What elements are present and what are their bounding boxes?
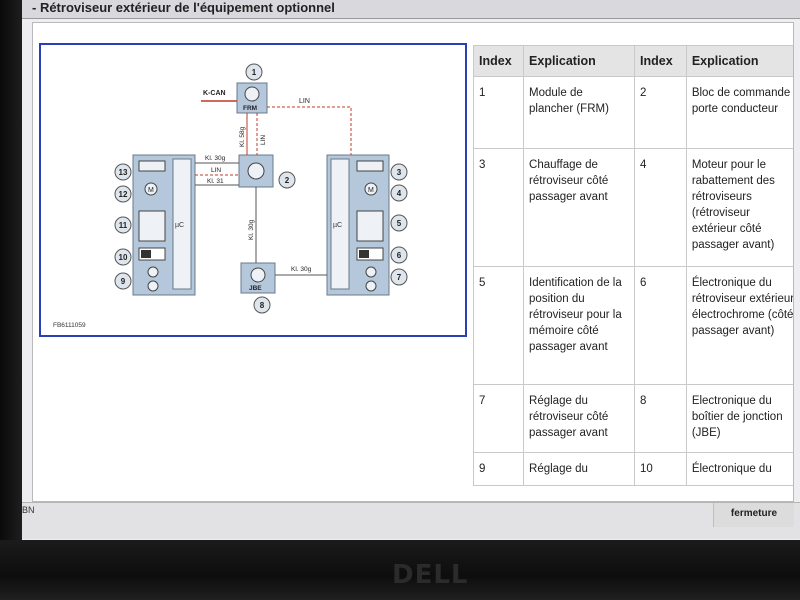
frm-label: FRM (243, 105, 257, 112)
monitor-bezel-bottom: DELL (0, 540, 800, 600)
kl30g-vertical-label: Kl. 30g (248, 219, 255, 240)
right-uc-label: µC (333, 222, 342, 229)
table-row: 7 Réglage du rétroviseur côté passager a… (473, 384, 793, 453)
right-heater-element (356, 160, 384, 172)
cell-index: 5 (473, 266, 525, 385)
legend-table-container[interactable]: Index Explication Index Explication 1 Mo… (473, 45, 793, 490)
left-microcontroller (172, 158, 192, 290)
right-adjust-motor-1 (365, 266, 377, 278)
header-explication-2: Explication (685, 45, 793, 77)
cell-explication: Électronique du (685, 452, 793, 486)
left-status-label: BN (22, 505, 35, 515)
legend-table: Index Explication Index Explication 1 Mo… (473, 45, 793, 486)
cell-index: 3 (473, 148, 525, 267)
kcan-label: K-CAN (203, 90, 226, 97)
callout-4: 4 (397, 189, 402, 198)
header-explication-1: Explication (523, 45, 636, 77)
callout-13: 13 (119, 168, 128, 177)
lin-top-label: LIN (299, 98, 310, 105)
callout-10: 10 (119, 253, 128, 262)
cell-explication: Électronique du rétroviseur extérieur él… (685, 266, 793, 385)
bottom-toolbar: BN fermeture (22, 502, 800, 539)
kl31-left-label: Kl. 31 (207, 178, 224, 185)
cell-explication: Réglage du (523, 452, 636, 486)
callout-12: 12 (119, 190, 128, 199)
application-window: - Rétroviseur extérieur de l'équipement … (22, 0, 800, 540)
callout-11: 11 (119, 221, 128, 230)
table-row: 5 Identification de la position du rétro… (473, 266, 793, 385)
jbe-label: JBE (249, 285, 262, 292)
cell-index: 9 (473, 452, 525, 486)
lin-wire-top (267, 106, 352, 155)
table-row: 1 Module de plancher (FRM) 2 Bloc de com… (473, 76, 793, 149)
right-fold-motor-label: M (368, 187, 374, 194)
document-pane[interactable]: µC M µC M (32, 22, 794, 502)
header-index-1: Index (473, 45, 525, 77)
cell-index: 10 (634, 452, 687, 486)
lin-left-label: LIN (211, 167, 221, 174)
left-fold-motor (144, 182, 158, 196)
cell-index: 6 (634, 266, 687, 385)
right-adjust-motor-2 (365, 280, 377, 292)
right-fold-motor (364, 182, 378, 196)
callout-5: 5 (397, 219, 402, 228)
left-adjust-motor-1 (147, 266, 159, 278)
cell-explication: Bloc de commande porte conducteur (685, 76, 793, 149)
kl30g-left-label: Kl. 30g (205, 155, 226, 162)
cell-explication: Identification de la position du rétrovi… (523, 266, 636, 385)
callout-9: 9 (121, 277, 126, 286)
left-position-sensor (138, 210, 166, 242)
callout-6: 6 (397, 251, 402, 260)
page-title: - Rétroviseur extérieur de l'équipement … (32, 0, 335, 15)
cell-index: 7 (473, 384, 525, 453)
table-header-row: Index Explication Index Explication (473, 45, 793, 77)
kl58g-label: Kl. 58g (239, 126, 246, 147)
cell-index: 2 (634, 76, 687, 149)
callout-7: 7 (397, 273, 402, 282)
cell-index: 8 (634, 384, 687, 453)
cell-index: 4 (634, 148, 687, 267)
right-position-sensor (356, 210, 384, 242)
close-button[interactable]: fermeture (713, 503, 794, 527)
kl30g-bottom-label: Kl. 30g (291, 266, 312, 273)
left-uc-label: µC (175, 222, 184, 229)
cell-index: 1 (473, 76, 525, 149)
cell-explication: Module de plancher (FRM) (523, 76, 636, 149)
table-row: 9 Réglage du 10 Électronique du (473, 452, 793, 486)
callout-3: 3 (397, 168, 402, 177)
callout-2: 2 (285, 176, 290, 185)
left-fold-motor-label: M (148, 187, 154, 194)
left-adjust-motor-2 (147, 280, 159, 292)
monitor-brand-logo: DELL (392, 560, 469, 590)
cell-explication: Réglage du rétroviseur côté passager ava… (523, 384, 636, 453)
header-index-2: Index (634, 45, 687, 77)
title-bar: - Rétroviseur extérieur de l'équipement … (22, 0, 800, 19)
figure-id: FB6111059 (53, 322, 86, 329)
table-row: 3 Chauffage de rétroviseur côté passager… (473, 148, 793, 267)
left-heater-element (138, 160, 166, 172)
cell-explication: Chauffage de rétroviseur côté passager a… (523, 148, 636, 267)
monitor-bezel-left (0, 0, 22, 600)
callout-8: 8 (260, 301, 265, 310)
wiring-diagram: µC M µC M (39, 43, 467, 337)
callout-1: 1 (252, 68, 257, 77)
cell-explication: Electronique du boîtier de jonction (JBE… (685, 384, 793, 453)
right-microcontroller (330, 158, 350, 290)
cell-explication: Moteur pour le rabattement des rétrovise… (685, 148, 793, 267)
lin-vertical-label: LIN (260, 135, 267, 145)
